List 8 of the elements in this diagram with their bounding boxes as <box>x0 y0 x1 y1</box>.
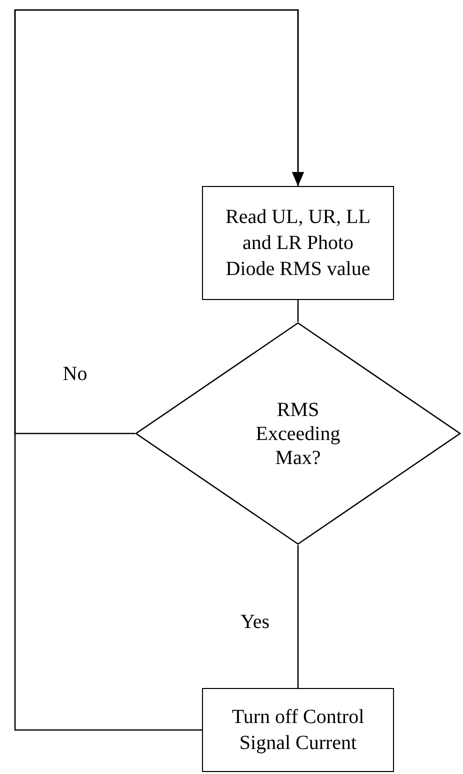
node-text: Read UL, UR, LL and LR Photo Diode RMS value <box>224 205 372 282</box>
process-box <box>202 186 394 300</box>
process-box <box>202 688 394 772</box>
connector-line <box>297 300 299 322</box>
node-text: Turn off Control Signal Current <box>230 705 366 756</box>
arrow <box>14 9 304 731</box>
connector-line <box>297 545 299 688</box>
node-text: RMS Exceeding Max? <box>254 398 342 470</box>
